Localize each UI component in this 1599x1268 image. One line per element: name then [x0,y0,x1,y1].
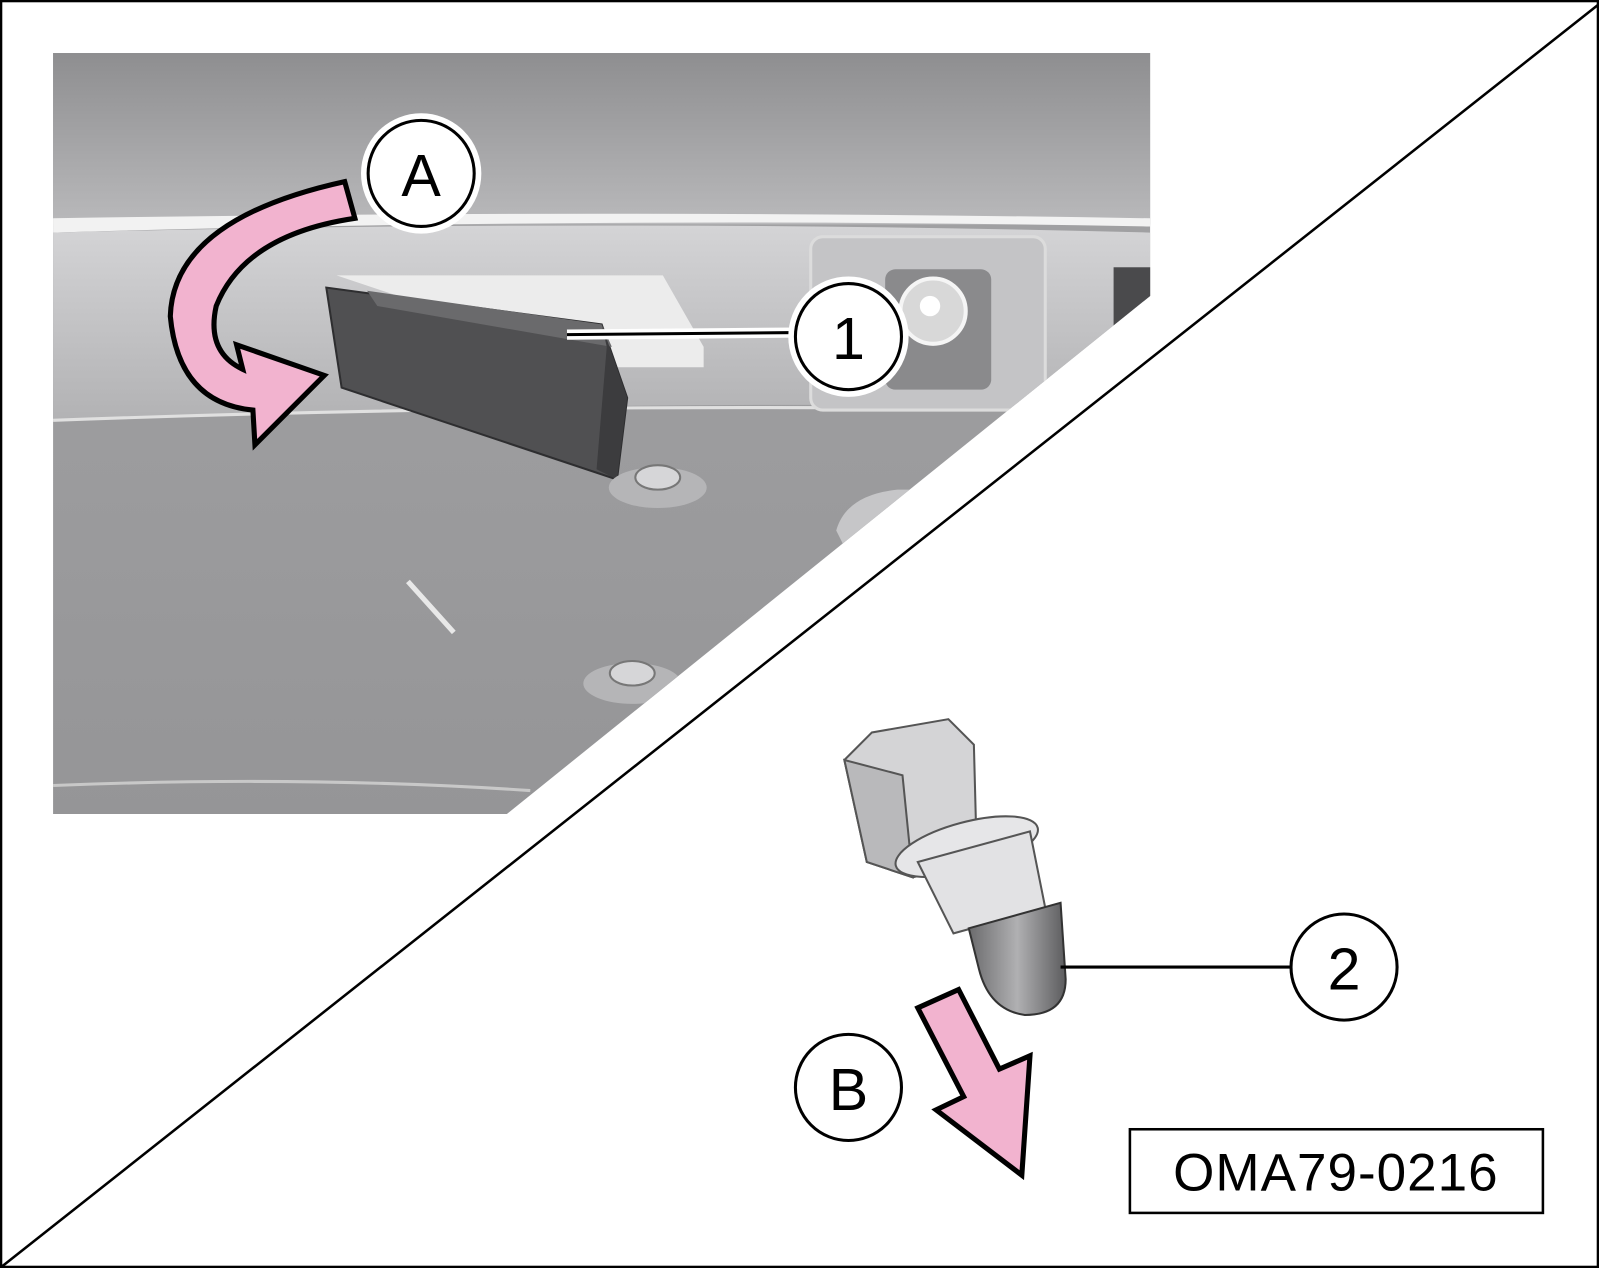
callout-b: B [793,1032,904,1143]
figure-code: OMA79-0216 [1173,1144,1498,1203]
rotate-arrow-a [167,178,359,451]
figure-code-box: OMA79-0216 [1128,1127,1545,1215]
callout-1: 1 [788,276,909,397]
license-lamp-1 [325,286,629,481]
callout-1-label: 1 [832,305,865,372]
callout-a: A [360,113,482,234]
callout-2-label: 2 [1328,936,1361,1003]
pull-arrow-b [914,986,1033,1181]
callout-a-label: A [401,142,441,209]
callout-2: 2 [1289,912,1399,1022]
divider-line [0,3,1599,1268]
tailgate-photo [53,53,1151,815]
bolt [608,464,707,509]
bulb-2 [843,718,1067,1017]
leader-line-1 [566,331,798,337]
callout-b-label: B [829,1056,868,1123]
